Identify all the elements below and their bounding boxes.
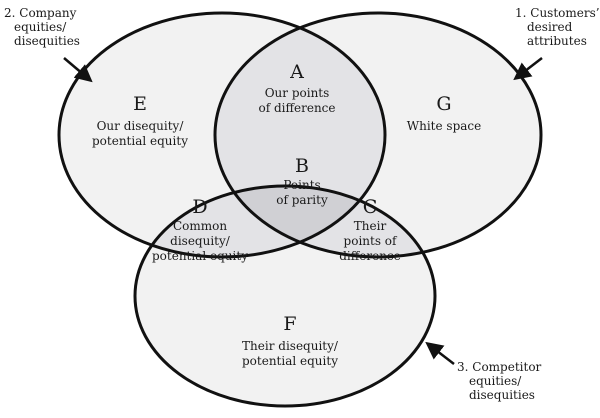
region-a-text-line: Our points [265,86,330,100]
region-g-letter: G [436,93,451,115]
region-f-letter: F [283,313,296,335]
callout-customers-line: desired [527,20,573,34]
region-d-text-line: Common [173,219,227,233]
callout-company-line: 2. Company [4,6,77,20]
region-c-text-line: points of [344,234,398,248]
callout-company-line: equities/ [14,20,67,34]
region-c-text-line: Their [354,219,387,233]
region-f-text-line: potential equity [242,354,338,368]
callout-arrows [63,57,543,365]
callout-competitor-line: 3. Competitor [457,360,542,374]
region-e-text-line: Our disequity/ [97,119,185,133]
region-c-text-line: difference [339,249,401,263]
region-b-letter: B [295,155,309,177]
region-c-letter: C [363,196,378,218]
region-e: E Our disequity/potential equity [92,93,188,148]
callout-customers-line: attributes [527,34,587,48]
callout-competitor-line: equities/ [469,374,522,388]
competitor-circle [133,184,437,408]
region-d-text-line: disequity/ [170,234,231,248]
region-g-text-line: White space [407,119,481,133]
region-d-text-line: potential equity [152,249,248,263]
callout-competitor-line: disequities [469,388,535,402]
circle-outlines [57,11,543,408]
region-b-text-line: Points [283,178,320,192]
region-a-text-line: of difference [258,101,335,115]
region-e-letter: E [133,93,147,115]
competitor-arrow [425,341,455,365]
customers-circle [213,11,543,259]
company-arrow [63,57,93,83]
region-a-letter: A [289,61,304,83]
region-e-text-line: potential equity [92,134,188,148]
callout-customers-line: 1. Customers’ [515,6,600,20]
region-g: G White space [407,93,481,133]
region-d-letter: D [192,196,207,218]
fill-overlap-customers-competitor [215,186,435,257]
customers-arrow [513,57,543,81]
region-f: F Their disequity/potential equity [242,313,339,368]
region-b-text-line: of parity [276,193,328,207]
region-fills [59,13,541,406]
company-circle [57,11,387,259]
callout-company-line: disequities [14,34,80,48]
region-f-text-line: Their disequity/ [242,339,339,353]
